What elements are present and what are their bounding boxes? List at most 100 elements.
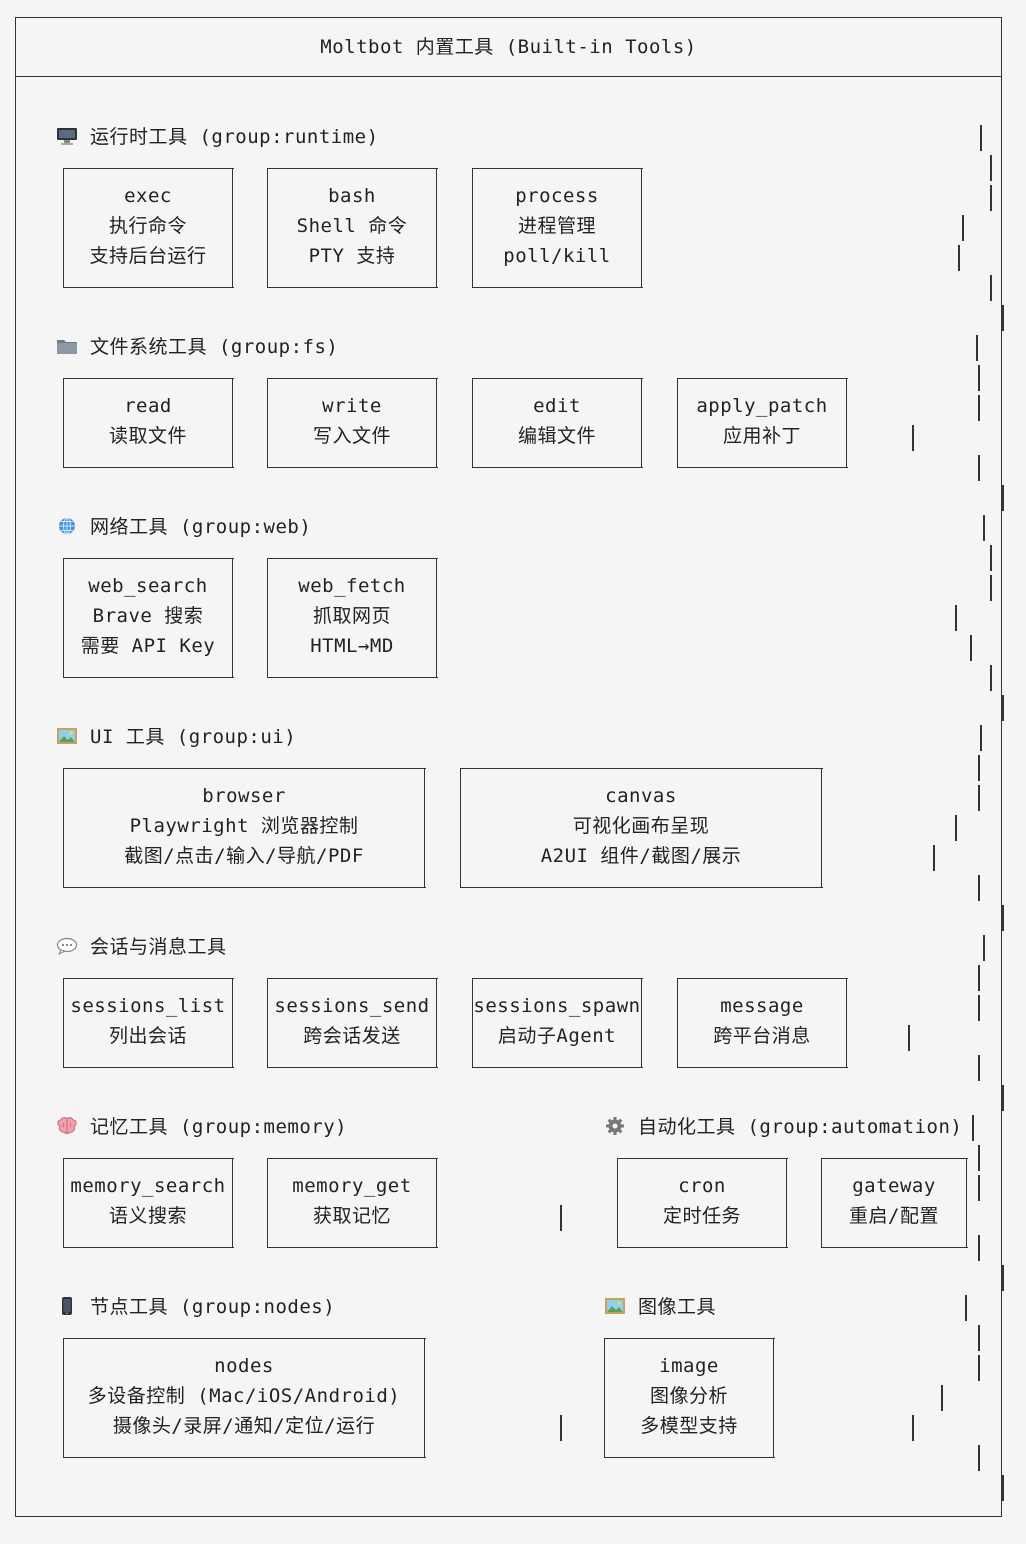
tool-name: web_fetch [298,575,406,597]
group-web-label: 网络工具 (group:web) [90,516,312,538]
border-tick [976,335,978,361]
monitor-icon [56,127,78,145]
border-tick [978,995,980,1021]
group-sessions-header: 会话与消息工具 [56,935,227,959]
group-automation-label: 自动化工具 (group:automation) [638,1116,963,1138]
tool-name: write [322,395,382,417]
tool-box-gateway: gateway 重启/配置 [820,1158,968,1248]
tool-box-image: image 图像分析 多模型支持 [603,1338,775,1458]
tool-box-nodes: nodes 多设备控制 (Mac/iOS/Android) 摄像头/录屏/通知/… [62,1338,426,1458]
diagram-title: Moltbot 内置工具 (Built-in Tools) [15,17,1002,77]
tool-desc: 列出会话 [108,1025,187,1047]
border-tick [941,1385,943,1411]
tool-desc: 执行命令 [108,215,187,237]
tool-name: apply_patch [696,395,828,417]
tool-box-cron: cron 定时任务 [616,1158,788,1248]
border-tick [1002,695,1004,721]
border-tick [1002,1085,1004,1111]
border-tick [1002,305,1004,331]
border-tick [912,1415,914,1441]
tool-name: cron [678,1175,726,1197]
border-tick [978,755,980,781]
border-tick [978,785,980,811]
border-tick [908,1025,910,1051]
tool-desc: 编辑文件 [517,425,596,447]
tool-name: process [515,185,599,207]
border-tick [980,125,982,151]
border-tick [978,455,980,481]
tool-desc: 跨会话发送 [303,1025,401,1047]
border-tick [962,215,964,241]
group-memory-label: 记忆工具 (group:memory) [90,1116,348,1138]
tool-desc: Brave 搜索 [92,605,204,627]
group-image-label: 图像工具 [638,1296,717,1318]
tool-name: canvas [605,785,677,807]
tool-box-write: write 写入文件 [266,378,438,468]
tool-box-browser: browser Playwright 浏览器控制 截图/点击/输入/导航/PDF [62,768,426,888]
tool-box-canvas: canvas 可视化画布呈现 A2UI 组件/截图/展示 [459,768,823,888]
border-tick [978,395,980,421]
tool-desc: 图像分析 [649,1385,728,1407]
group-image-header: 图像工具 [604,1295,716,1319]
border-tick [990,575,992,601]
tool-box-bash: bash Shell 命令 PTY 支持 [266,168,438,288]
tool-desc: 跨平台消息 [713,1025,811,1047]
tool-desc: 重启/配置 [849,1205,939,1227]
tool-box-sessions-send: sessions_send 跨会话发送 [266,978,438,1068]
border-tick [955,815,957,841]
border-tick [978,1055,980,1081]
tool-desc: A2UI 组件/截图/展示 [540,845,742,867]
tool-desc: 应用补丁 [722,425,801,447]
tool-name: browser [202,785,286,807]
tool-desc: 截图/点击/输入/导航/PDF [124,845,364,867]
group-runtime-header: 运行时工具 (group:runtime) [56,125,379,149]
folder-icon [56,337,78,355]
border-tick [933,845,935,871]
tool-name: exec [124,185,172,207]
tool-desc: 启动子Agent [497,1025,617,1047]
border-tick [1002,485,1004,511]
border-tick [978,1175,980,1201]
tool-box-read: read 读取文件 [62,378,234,468]
border-tick [990,185,992,211]
group-automation-header: 自动化工具 (group:automation) [604,1115,962,1139]
tool-desc: PTY 支持 [308,245,396,267]
border-tick [970,635,972,661]
border-tick [990,275,992,301]
brain-icon [56,1117,78,1135]
tool-desc: 获取记忆 [312,1205,391,1227]
border-tick [978,1145,980,1171]
tool-name: edit [533,395,581,417]
border-tick [965,1295,967,1321]
border-tick [1002,1265,1004,1291]
tool-box-sessions-spawn: sessions_spawn 启动子Agent [471,978,643,1068]
border-tick [912,425,914,451]
border-tick [990,155,992,181]
tool-desc: 读取文件 [108,425,187,447]
tool-desc: 多设备控制 (Mac/iOS/Android) [87,1385,401,1407]
border-tick [978,875,980,901]
tool-name: sessions_list [70,995,226,1017]
border-tick [560,1205,562,1231]
group-sessions-label: 会话与消息工具 [90,936,227,958]
border-tick [978,1445,980,1471]
border-tick [1002,905,1004,931]
picture-icon [604,1297,626,1315]
border-tick [978,1235,980,1261]
border-tick [990,545,992,571]
group-web-header: 网络工具 (group:web) [56,515,311,539]
tool-desc: 进程管理 [517,215,596,237]
speech-bubble-icon [56,937,78,956]
tool-name: bash [328,185,376,207]
group-fs-label: 文件系统工具 (group:fs) [90,336,339,358]
tool-name: sessions_spawn [473,995,641,1017]
border-tick [990,665,992,691]
group-ui-header: UI 工具 (group:ui) [56,725,296,749]
tool-name: memory_search [70,1175,226,1197]
tool-desc: 语义搜索 [108,1205,187,1227]
group-ui-label: UI 工具 (group:ui) [90,726,297,748]
tool-box-web-fetch: web_fetch 抓取网页 HTML→MD [266,558,438,678]
diagram-frame [15,17,1002,1517]
tool-name: nodes [214,1355,274,1377]
tool-desc: HTML→MD [310,635,394,657]
